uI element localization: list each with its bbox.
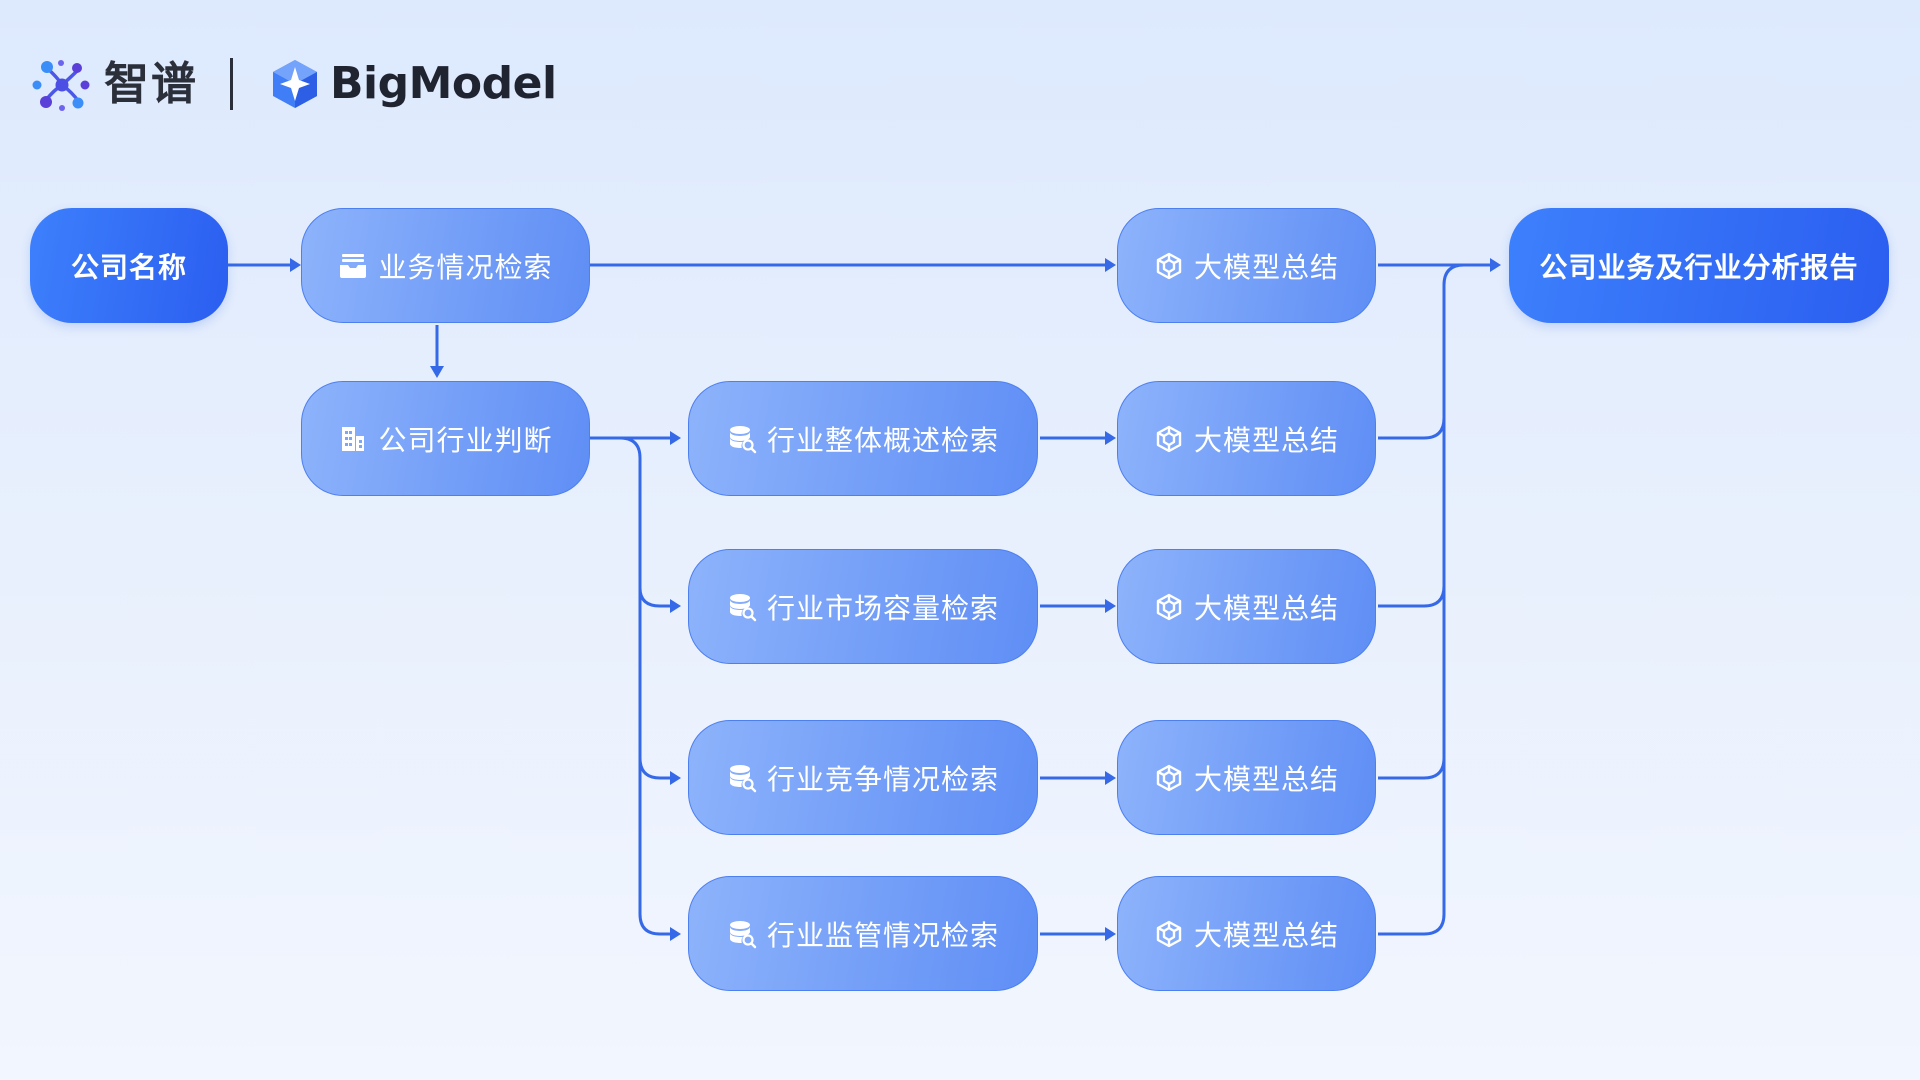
database-search-icon — [727, 763, 757, 793]
database-search-icon — [727, 592, 757, 622]
arrow-to-regulation-search — [670, 927, 681, 941]
node-label: 行业市场容量检索 — [766, 591, 999, 625]
arrow-to-overview-search — [670, 431, 681, 445]
cube-icon — [1154, 592, 1184, 622]
bigmodel-logo-icon — [273, 60, 317, 108]
brand-name-en: BigModel — [330, 58, 557, 109]
node-overview-search: 行业整体概述检索 — [688, 381, 1038, 496]
arrow-to-summary-1 — [1105, 258, 1116, 272]
node-analysis-report: 公司业务及行业分析报告 — [1509, 208, 1889, 323]
cube-icon — [1154, 919, 1184, 949]
node-market-search: 行业市场容量检索 — [688, 549, 1038, 664]
connector-summary-2-to-report — [1378, 263, 1465, 440]
brand-header: 智谱 BigModel — [32, 52, 557, 116]
brand-name-cn: 智谱 — [104, 57, 199, 110]
node-business-search: 业务情况检索 — [301, 208, 590, 323]
arrow-to-market-search — [670, 599, 681, 613]
arrow-to-summary-3 — [1105, 599, 1116, 613]
node-label: 行业监管情况检索 — [766, 918, 999, 952]
database-search-icon — [727, 424, 757, 454]
node-label: 行业竞争情况检索 — [766, 762, 999, 796]
node-label: 公司行业判断 — [378, 423, 553, 457]
connector-judgment-to-market — [590, 436, 670, 608]
node-company-name: 公司名称 — [30, 208, 228, 323]
arrow-to-industry-judgment — [430, 366, 444, 378]
arrow-to-report — [1490, 258, 1501, 272]
arrow-to-competition-search — [670, 771, 681, 785]
connector-summary-3-to-report — [1378, 418, 1446, 608]
node-summary-5: 大模型总结 — [1117, 876, 1376, 991]
connector-summary-4-to-report — [1378, 586, 1446, 780]
node-summary-1: 大模型总结 — [1117, 208, 1376, 323]
node-industry-judgment: 公司行业判断 — [301, 381, 590, 496]
node-label: 大模型总结 — [1193, 423, 1339, 457]
database-search-icon — [727, 919, 757, 949]
node-label: 公司名称 — [70, 250, 187, 284]
node-label: 公司业务及行业分析报告 — [1539, 250, 1859, 284]
node-label: 大模型总结 — [1193, 591, 1339, 625]
connector-judgment-to-regulation — [638, 758, 670, 936]
building-icon — [338, 424, 368, 454]
node-competition-search: 行业竞争情况检索 — [688, 720, 1038, 835]
arrow-to-summary-5 — [1105, 927, 1116, 941]
connector-judgment-to-competition — [638, 588, 670, 780]
node-summary-3: 大模型总结 — [1117, 549, 1376, 664]
arrow-to-summary-2 — [1105, 431, 1116, 445]
zhipu-logo-icon — [32, 60, 90, 111]
cube-icon — [1154, 251, 1184, 281]
cube-icon — [1154, 424, 1184, 454]
node-label: 大模型总结 — [1193, 250, 1339, 284]
node-summary-2: 大模型总结 — [1117, 381, 1376, 496]
node-label: 业务情况检索 — [378, 250, 553, 284]
node-label: 大模型总结 — [1193, 762, 1339, 796]
connector-summary-5-to-report — [1378, 758, 1446, 936]
cube-icon — [1154, 763, 1184, 793]
node-label: 大模型总结 — [1193, 918, 1339, 952]
logo-divider — [230, 58, 233, 110]
arrow-to-summary-4 — [1105, 771, 1116, 785]
node-regulation-search: 行业监管情况检索 — [688, 876, 1038, 991]
node-label: 行业整体概述检索 — [766, 423, 999, 457]
node-summary-4: 大模型总结 — [1117, 720, 1376, 835]
arrow-to-business-search — [290, 258, 301, 272]
inbox-icon — [338, 251, 368, 281]
